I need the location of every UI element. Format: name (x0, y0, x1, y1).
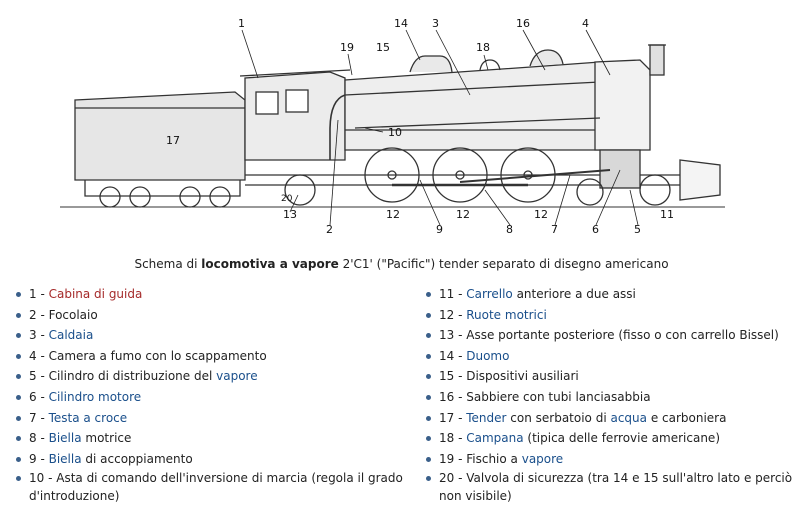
link-carrello[interactable]: Carrello (466, 287, 513, 301)
legend-item-6: 6 - Cilindro motore (14, 387, 404, 408)
link-duomo[interactable]: Duomo (466, 348, 510, 363)
label-5: 5 (634, 223, 641, 236)
legend-item-17: 17 - Tender con serbatoio di acqua e car… (424, 408, 794, 429)
label-11: 11 (660, 208, 674, 221)
caption-link-locomotiva[interactable]: locomotiva a vapore (201, 257, 339, 271)
locomotive-diagram: 1 14 3 16 4 19 15 18 17 10 20 13 12 12 1… (60, 17, 725, 236)
legend-item-20: 20 - Valvola di sicurezza (tra 14 e 15 s… (424, 469, 794, 505)
driving-wheel (432, 147, 488, 203)
smokebox (594, 59, 651, 151)
link-ruote-motrici[interactable]: Ruote motrici (466, 307, 547, 322)
label-1: 1 (238, 17, 245, 30)
label-16: 16 (516, 17, 530, 30)
link-acqua[interactable]: acqua (610, 410, 647, 425)
legend-item-2: 2 - Focolaio (14, 305, 404, 326)
link-cabina-di-guida[interactable]: Cabina di guida (48, 287, 143, 301)
legend-item-16: 16 - Sabbiere con tubi lanciasabbia (424, 387, 794, 408)
link-cilindro-motore[interactable]: Cilindro motore (48, 389, 142, 404)
steam-dome (409, 55, 453, 73)
label-10: 10 (388, 126, 402, 139)
legend-item-10: 10 - Asta di comando dell'inversione di … (14, 469, 404, 505)
cylinder (599, 149, 641, 189)
label-14: 14 (394, 17, 408, 30)
legend-item-12: 12 - Ruote motrici (424, 305, 794, 326)
legend-item-4: 4 - Camera a fumo con lo scappamento (14, 346, 404, 367)
label-18: 18 (476, 41, 490, 54)
tender-body (74, 91, 246, 181)
label-12a: 12 (386, 208, 400, 221)
legend-item-18: 18 - Campana (tipica delle ferrovie amer… (424, 428, 794, 449)
legend-item-9: 9 - Biella di accoppiamento (14, 449, 404, 470)
label-12c: 12 (534, 208, 548, 221)
legend-item-7: 7 - Testa a croce (14, 408, 404, 429)
link-vapore[interactable]: vapore (216, 369, 258, 384)
label-7: 7 (551, 223, 558, 236)
label-4: 4 (582, 17, 589, 30)
legend-item-11: 11 - Carrello anteriore a due assi (424, 284, 794, 305)
link-caldaia[interactable]: Caldaia (48, 328, 94, 343)
label-15: 15 (376, 41, 390, 54)
trailing-wheel (284, 174, 316, 206)
legend-item-1: 1 - Cabina di guida (14, 284, 404, 305)
legend-item-3: 3 - Caldaia (14, 325, 404, 346)
label-8: 8 (506, 223, 513, 236)
label-19: 19 (340, 41, 354, 54)
link-testa-a-croce[interactable]: Testa a croce (48, 410, 128, 425)
label-3: 3 (432, 17, 439, 30)
driving-wheel (364, 147, 420, 203)
bogie-wheel (639, 174, 671, 206)
legend-item-19: 19 - Fischio a vapore (424, 449, 794, 470)
link-tender[interactable]: Tender (466, 410, 507, 425)
sand-dome (529, 49, 564, 67)
label-9: 9 (436, 223, 443, 236)
legend-item-5: 5 - Cilindro di distribuzione del vapore (14, 366, 404, 387)
legend-item-8: 8 - Biella motrice (14, 428, 404, 449)
image-caption: Schema di locomotiva a vapore 2'C1' ("Pa… (0, 257, 803, 271)
legend-item-13: 13 - Asse portante posteriore (fisso o c… (424, 325, 794, 346)
label-2: 2 (326, 223, 333, 236)
label-13: 13 (283, 208, 297, 221)
legend-item-15: 15 - Dispositivi ausiliari (424, 366, 794, 387)
label-20: 20 (281, 194, 293, 204)
legend-list-left: 1 - Cabina di guida 2 - Focolaio 3 - Cal… (14, 284, 404, 505)
link-biella[interactable]: Biella (48, 431, 82, 446)
label-17: 17 (166, 134, 180, 147)
legend-item-14: 14 - Duomo (424, 346, 794, 367)
main-rod (459, 169, 611, 183)
label-12b: 12 (456, 208, 470, 221)
link-campana[interactable]: Campana (466, 431, 524, 446)
label-6: 6 (592, 223, 599, 236)
link-biella[interactable]: Biella (48, 451, 82, 466)
legend-list-right: 11 - Carrello anteriore a due assi 12 - … (424, 284, 794, 505)
bogie-wheel (576, 178, 604, 206)
caption-pre: Schema di (134, 257, 202, 271)
caption-post: 2'C1' ("Pacific") tender separato di dis… (338, 257, 669, 271)
link-vapore[interactable]: vapore (521, 451, 564, 466)
